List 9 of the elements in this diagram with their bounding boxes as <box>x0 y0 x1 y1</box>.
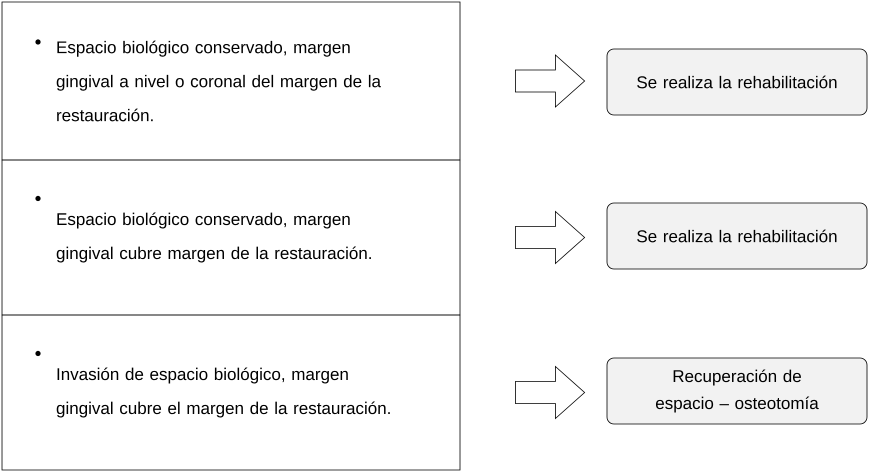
block-arrow <box>515 54 586 108</box>
table-row: Espacio biológico conservado, margen gingival a nivel o coronal del margen de la restauración. <box>2 2 460 160</box>
table-row: Espacio biológico conservado, margen gingival cubre margen de la restauración. <box>2 160 460 316</box>
block-arrow <box>515 210 586 264</box>
result-box: Se realiza la rehabilitación <box>606 48 868 116</box>
result-box: Se realiza la rehabilitación <box>606 202 868 270</box>
block-arrow <box>515 366 586 420</box>
table-row: Invasión de espacio biológico, margen gingival cubre el margen de la restauración. <box>2 314 460 470</box>
result-box: Recuperación de espacio – osteotomía <box>606 358 868 424</box>
